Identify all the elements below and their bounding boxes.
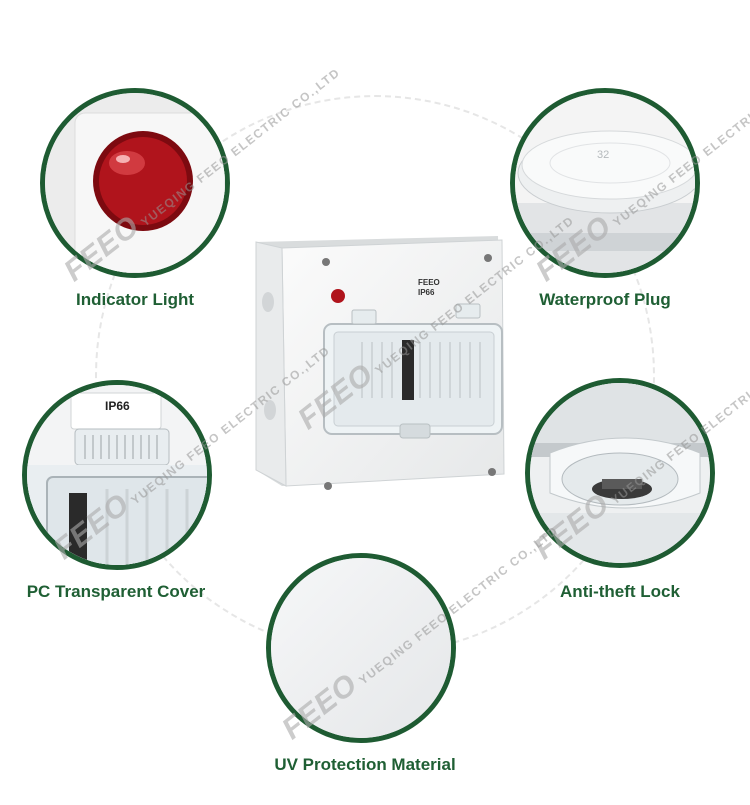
- waterproof-plug-image: [515, 93, 695, 273]
- feature-label-uv-protection: UV Protection Material: [274, 755, 456, 774]
- indicator-light-image: [45, 93, 225, 273]
- feature-label-pc-transparent-cover: PC Transparent Cover: [26, 582, 206, 601]
- feature-label-anti-theft-lock: Anti-theft Lock: [560, 582, 680, 601]
- pc-cover-image: [27, 385, 207, 565]
- indicator-light-circle: [40, 88, 230, 278]
- product-rating-text: IP66: [418, 288, 435, 297]
- cover-ip-badge: IP66: [105, 399, 130, 413]
- feature-label-waterproof-plug: Waterproof Plug: [539, 290, 671, 309]
- anti-theft-lock-circle: [525, 378, 715, 568]
- enclosure-body: [255, 236, 505, 490]
- product-brand-text: FEEO: [418, 278, 440, 287]
- anti-theft-lock-image: [530, 383, 710, 563]
- plug-size-marking: 32: [597, 149, 610, 161]
- product-enclosure: FEEO IP66: [252, 234, 508, 490]
- uv-protection-image: [271, 558, 451, 738]
- feature-label-indicator-light: Indicator Light: [75, 290, 195, 309]
- waterproof-plug-circle: 32: [510, 88, 700, 278]
- pc-transparent-cover-circle: IP66: [22, 380, 212, 570]
- uv-protection-circle: [266, 553, 456, 743]
